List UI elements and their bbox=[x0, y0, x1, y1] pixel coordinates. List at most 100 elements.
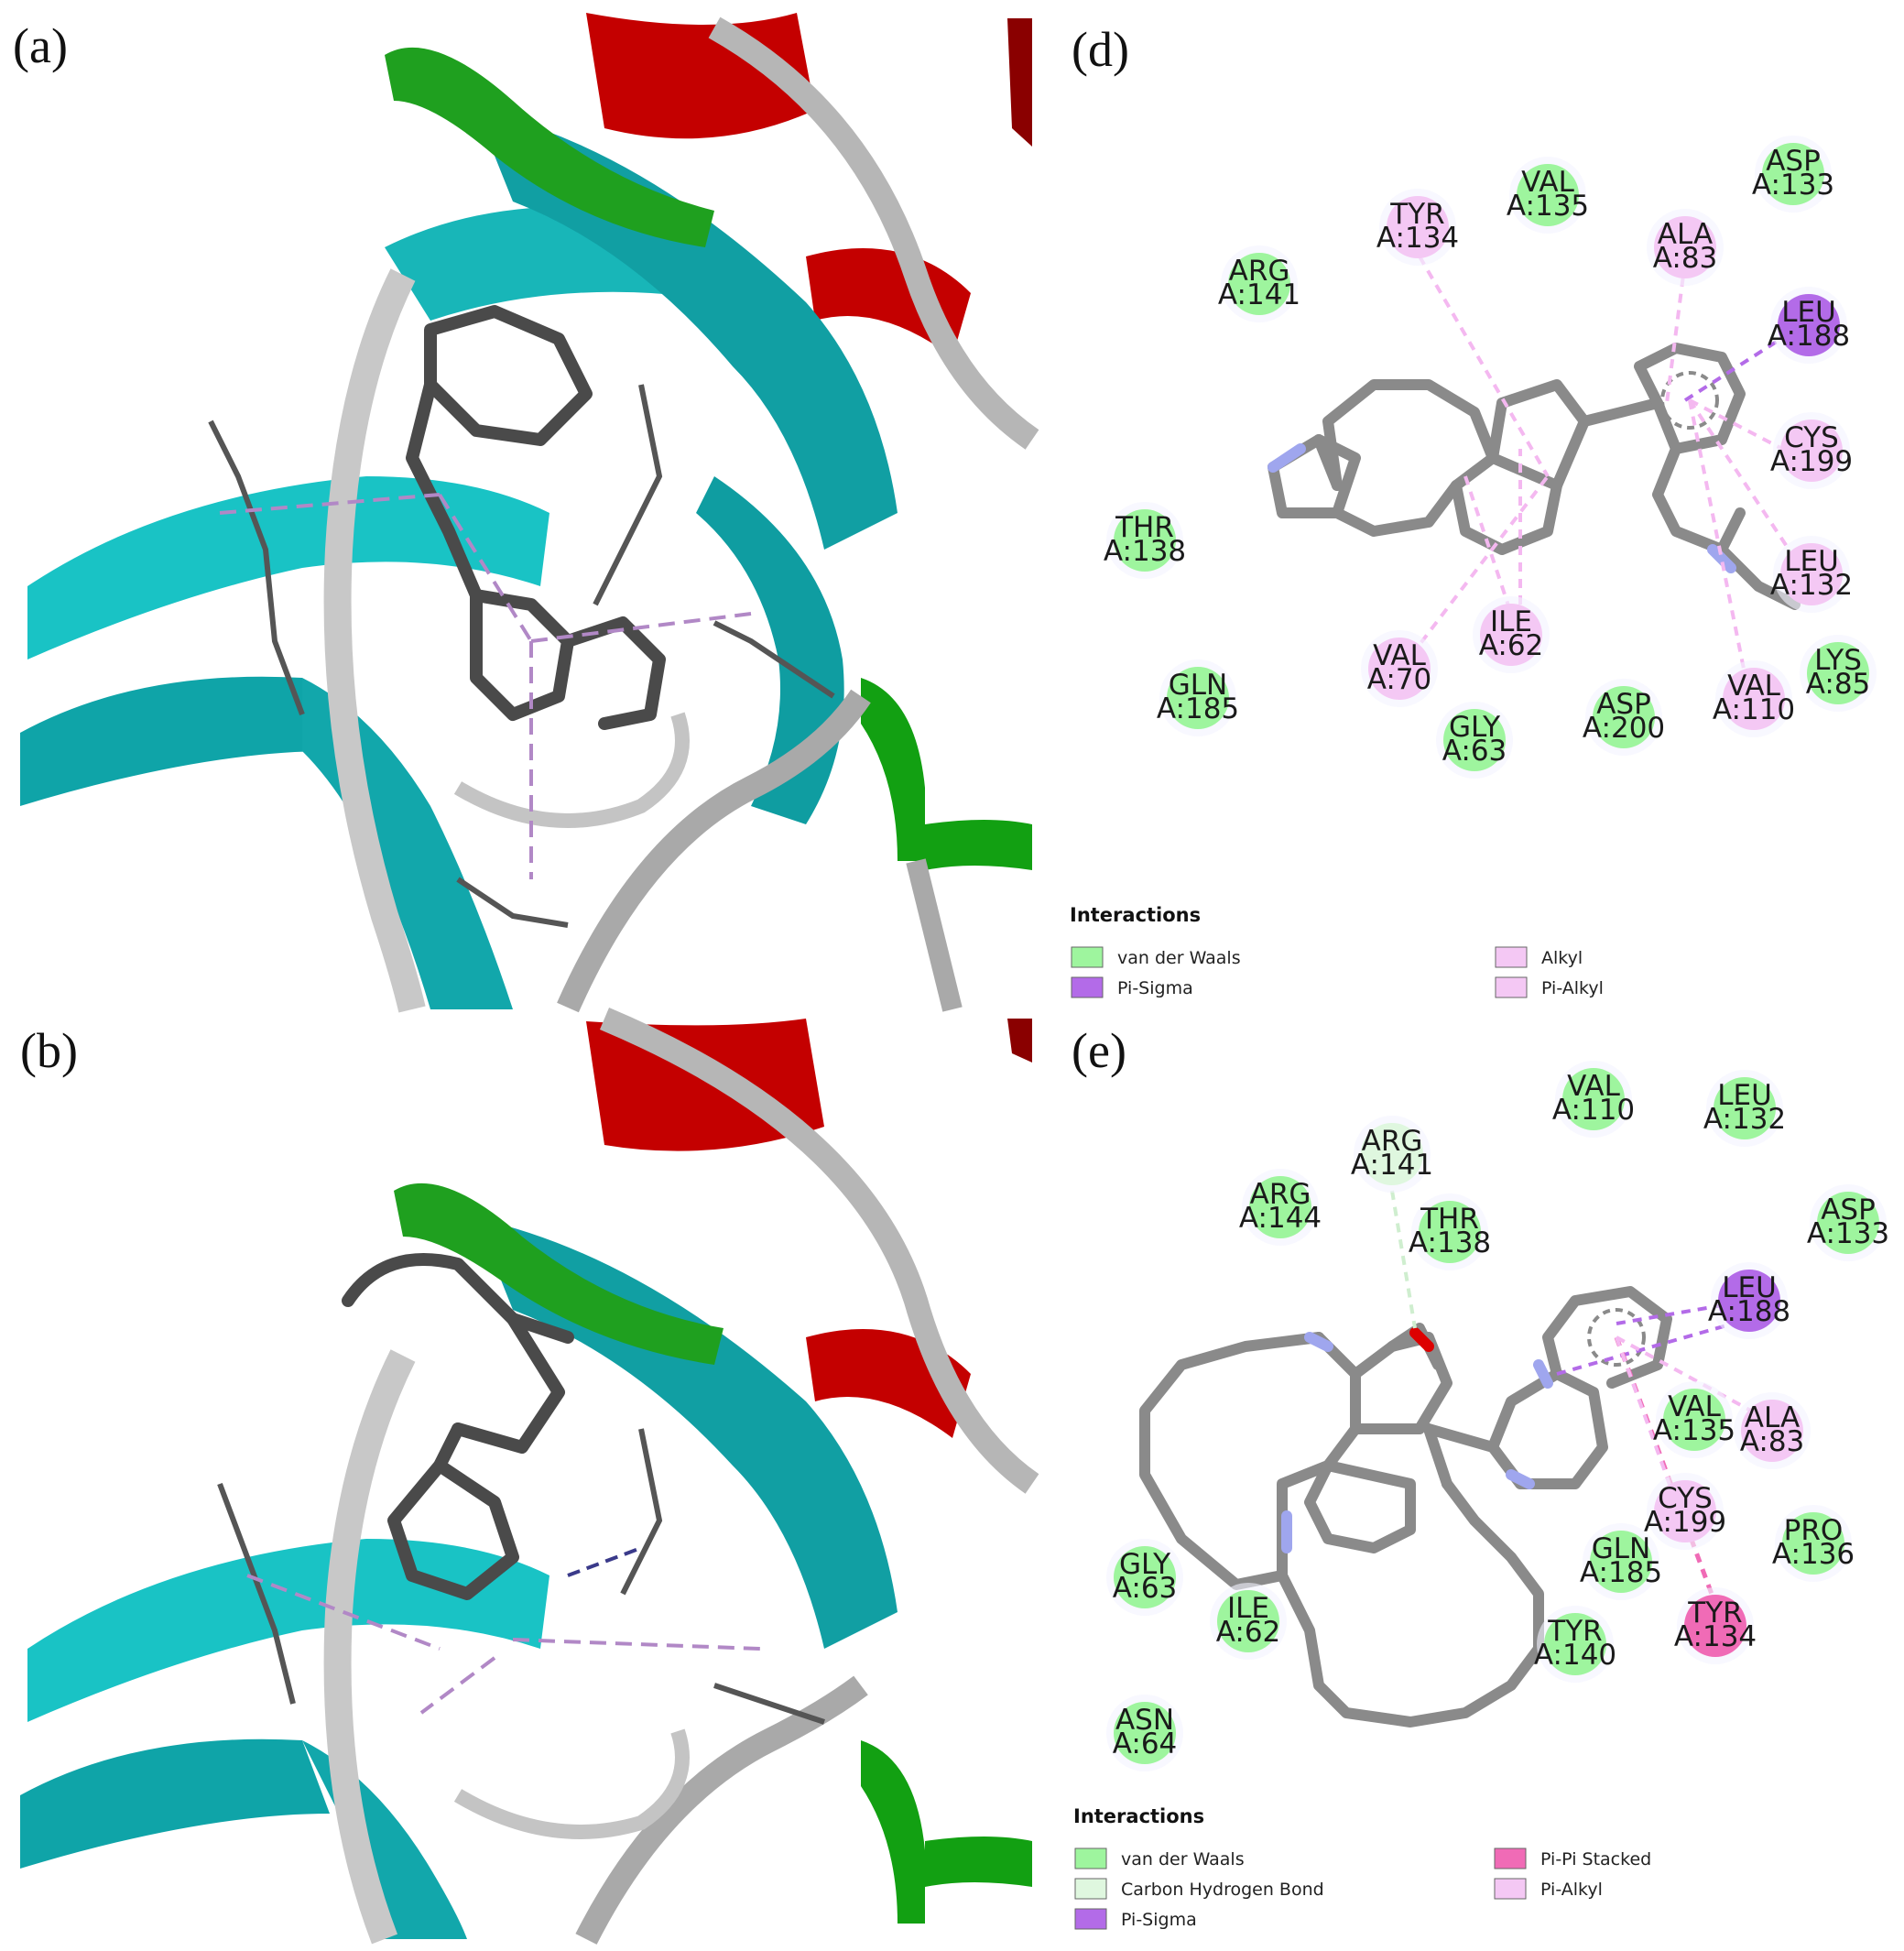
residue-disc bbox=[1114, 509, 1176, 572]
legend-item-carbon-hydrogen-bond: Carbon Hydrogen Bond bbox=[1074, 1878, 1324, 1900]
residue-number: A:134 bbox=[1376, 222, 1459, 255]
residue-name: ALA bbox=[1658, 218, 1713, 251]
residue-number: A:133 bbox=[1752, 169, 1834, 202]
residue-number: A:185 bbox=[1580, 1556, 1662, 1589]
residue-name: ASP bbox=[1821, 1193, 1876, 1226]
residue-disc bbox=[1228, 253, 1290, 315]
residue-number: A:64 bbox=[1113, 1728, 1178, 1760]
residue-disc bbox=[1714, 1077, 1776, 1139]
legend-swatch bbox=[1074, 1847, 1107, 1869]
residue-disc bbox=[1817, 1192, 1879, 1254]
residue-disc bbox=[1780, 420, 1843, 482]
residue-name: VAL bbox=[1567, 1070, 1620, 1103]
residue-disc bbox=[1780, 543, 1843, 605]
residue-name: PRO bbox=[1784, 1514, 1844, 1547]
residue-disc bbox=[1114, 1702, 1176, 1764]
residue-number: A:83 bbox=[1740, 1425, 1805, 1458]
residue-number: A:200 bbox=[1583, 712, 1665, 745]
residue-number: A:138 bbox=[1104, 535, 1186, 568]
residue-disc bbox=[1684, 1595, 1746, 1657]
residue-number: A:63 bbox=[1442, 735, 1507, 768]
legend-item-alkyl: Alkyl bbox=[1495, 946, 1583, 968]
legend-item-pi-sigma: Pi-Sigma bbox=[1071, 976, 1193, 998]
residue-disc bbox=[1387, 196, 1449, 258]
residue-disc bbox=[1778, 294, 1840, 356]
residue-number: A:62 bbox=[1216, 1616, 1281, 1649]
residue-name: LEU bbox=[1717, 1079, 1772, 1112]
residue-name: ILE bbox=[1227, 1592, 1269, 1625]
residue-number: A:185 bbox=[1157, 692, 1239, 725]
panel-d-ligand bbox=[1268, 343, 1801, 610]
residue-disc bbox=[1361, 1123, 1423, 1185]
residue-number: A:70 bbox=[1367, 663, 1432, 696]
oxygen-mark-e bbox=[1409, 1327, 1434, 1352]
legend-swatch bbox=[1071, 976, 1104, 998]
panel-label-a: (a) bbox=[13, 18, 68, 73]
nitrogen-mark-d2 bbox=[1707, 544, 1736, 573]
legend-label: van der Waals bbox=[1117, 948, 1241, 968]
residue-number: A:132 bbox=[1770, 569, 1853, 602]
panel-label-e: (e) bbox=[1072, 1023, 1126, 1078]
residue-disc bbox=[1590, 1531, 1652, 1593]
residue-number: A:83 bbox=[1653, 242, 1718, 275]
residue-name: GLN bbox=[1169, 669, 1227, 702]
residue-disc bbox=[1544, 1613, 1606, 1675]
panel-e-ligand bbox=[1139, 1286, 1672, 1728]
legend-item-pi-pi-stacked: Pi-Pi Stacked bbox=[1494, 1847, 1651, 1869]
residue-number: A:188 bbox=[1708, 1295, 1790, 1328]
panel-b-render bbox=[20, 1008, 1039, 1945]
legend-label: Pi-Alkyl bbox=[1540, 1880, 1603, 1900]
nitrogen-mark-d1 bbox=[1268, 443, 1306, 473]
residue-name: ARG bbox=[1362, 1125, 1423, 1158]
legend-label: Alkyl bbox=[1541, 948, 1583, 968]
nitrogen-mark-e3 bbox=[1506, 1469, 1535, 1489]
legend-item-pi-sigma: Pi-Sigma bbox=[1074, 1908, 1197, 1930]
residue-disc bbox=[1741, 1400, 1803, 1462]
residue-disc bbox=[1654, 1480, 1716, 1542]
residue-number: A:141 bbox=[1218, 278, 1300, 311]
residue-number: A:110 bbox=[1713, 693, 1795, 726]
residue-disc bbox=[1762, 143, 1824, 205]
residue-name: LYS bbox=[1814, 644, 1862, 677]
legend-label: Pi-Pi Stacked bbox=[1540, 1849, 1651, 1869]
legend-swatch bbox=[1494, 1878, 1527, 1900]
residue-disc bbox=[1419, 1201, 1481, 1263]
legend-swatch bbox=[1495, 976, 1528, 998]
residue-name: THR bbox=[1115, 511, 1174, 544]
residue-name: GLY bbox=[1449, 711, 1500, 744]
residue-name: VAL bbox=[1373, 639, 1426, 672]
legend-swatch bbox=[1071, 946, 1104, 968]
residue-name: TYR bbox=[1389, 198, 1444, 231]
residue-disc bbox=[1368, 638, 1431, 700]
residue-disc bbox=[1480, 604, 1542, 666]
residue-name: LEU bbox=[1784, 545, 1839, 578]
residue-number: A:144 bbox=[1239, 1202, 1322, 1235]
residue-name: THR bbox=[1420, 1203, 1479, 1236]
residue-name: CYS bbox=[1658, 1482, 1713, 1515]
residue-name: VAL bbox=[1668, 1390, 1721, 1423]
panel-label-d: (d) bbox=[1072, 22, 1129, 77]
